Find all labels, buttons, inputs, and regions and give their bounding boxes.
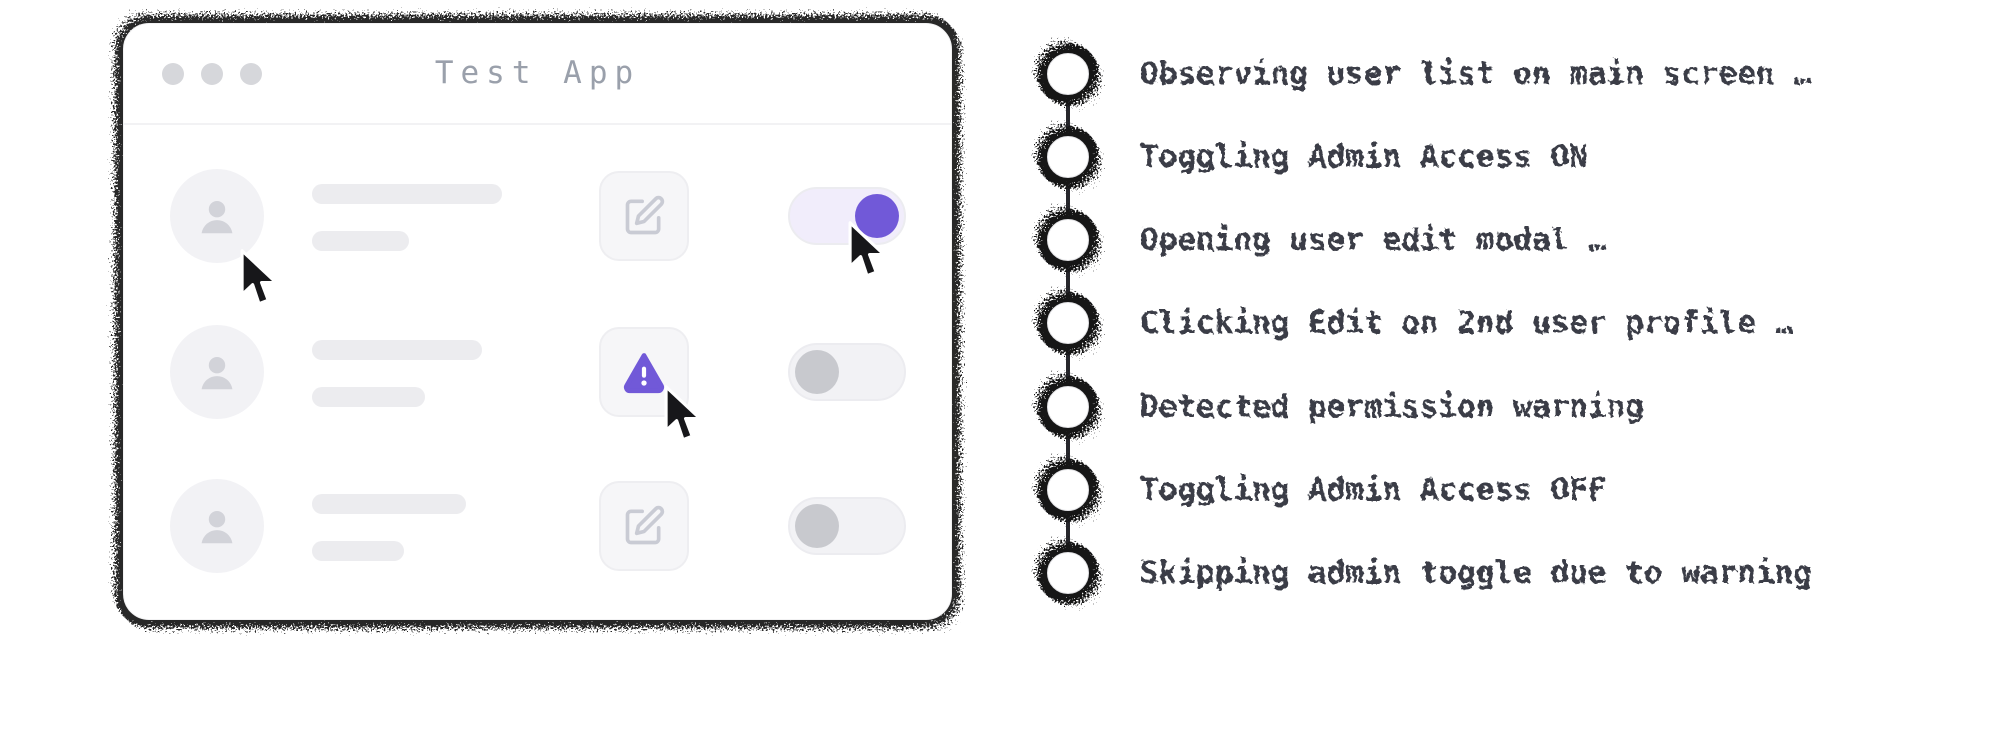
user-icon [201,201,233,234]
toggle-knob [855,194,899,238]
window-title: Test App [434,55,641,91]
app-window: Test App [123,23,952,620]
warning-icon [623,353,665,394]
timeline-node [1047,136,1089,178]
timeline-node [1047,552,1089,594]
avatar [170,325,264,419]
toggle-switch[interactable] [788,497,906,555]
edit-button[interactable] [599,481,689,571]
zoom-button[interactable] [240,63,262,85]
log-entry: Detected permission warning [1140,389,1644,425]
skeleton-line [312,231,409,251]
mouse-cursor [664,385,702,442]
avatar [170,479,264,573]
timeline-node [1047,219,1089,261]
mouse-cursor [240,249,278,306]
toggle-switch[interactable] [788,343,906,401]
toggle-knob [795,350,839,394]
timeline-node [1047,386,1089,428]
toggle-knob [795,504,839,548]
log-entry: Observing user list on main screen … [1140,56,1812,92]
mouse-cursor [848,221,886,278]
avatar [170,169,264,263]
user-icon [201,511,233,544]
toggle-switch[interactable] [788,187,906,245]
log-entry: Clicking Edit on 2nd user profile … [1140,305,1794,341]
timeline-node [1047,302,1089,344]
traffic-lights [162,63,262,85]
skeleton-line [312,184,502,204]
timeline-node [1047,53,1089,95]
minimize-button[interactable] [201,63,223,85]
timeline-node [1047,469,1089,511]
skeleton-line [312,387,425,407]
skeleton-line [312,494,466,514]
edit-icon [625,195,665,235]
title-bar: Test App [124,24,951,125]
skeleton-line [312,541,404,561]
log-entry: Toggling Admin Access OFF [1140,472,1607,508]
log-entry: Skipping admin toggle due to warning [1140,555,1812,591]
log-entry: Toggling Admin Access ON [1140,139,1588,175]
user-icon [201,357,233,390]
log-entry: Opening user edit modal … [1140,222,1607,258]
close-button[interactable] [162,63,184,85]
edit-icon [625,505,665,545]
skeleton-line [312,340,482,360]
edit-button[interactable] [599,171,689,261]
